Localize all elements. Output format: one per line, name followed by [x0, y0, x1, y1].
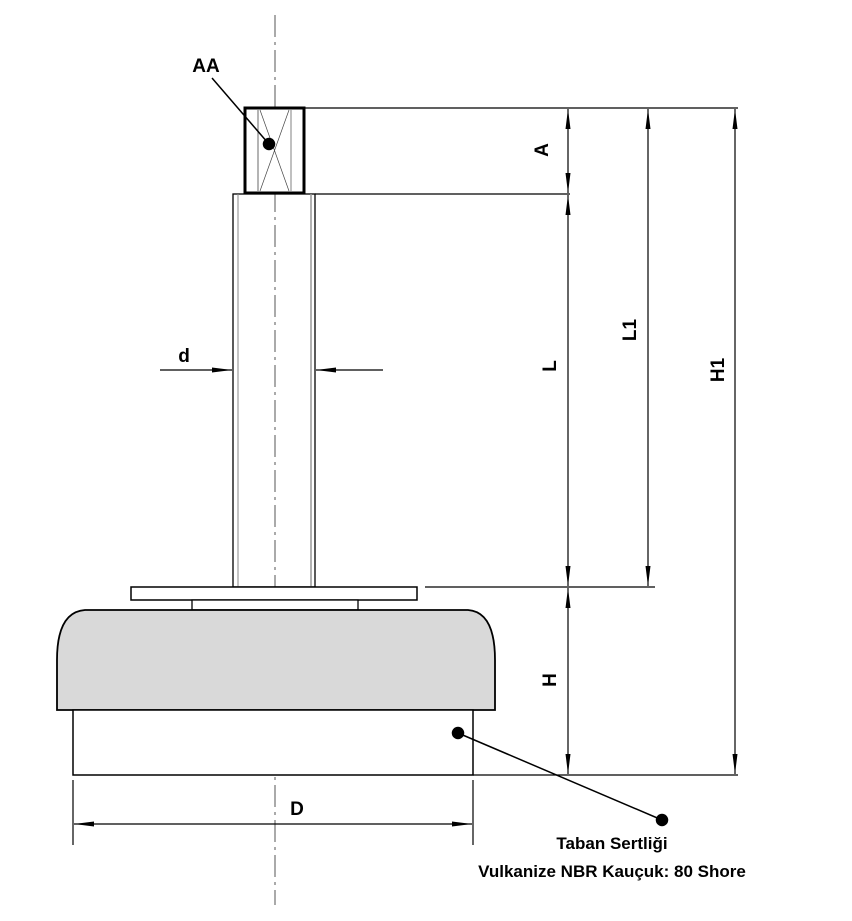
hex-nut — [243, 106, 306, 195]
label-H1: H1 — [708, 357, 729, 382]
rubber-base — [72, 709, 474, 776]
label-d: d — [178, 346, 190, 367]
leaders — [211, 77, 669, 827]
dimension-lines — [74, 109, 738, 827]
label-L: L — [540, 360, 561, 372]
label-H: H — [540, 673, 561, 687]
top-plate — [130, 586, 418, 601]
extension-lines — [72, 107, 738, 845]
rubber-cap — [56, 609, 496, 711]
threaded-stem — [232, 193, 316, 588]
label-D: D — [290, 799, 304, 820]
sub-plate — [191, 599, 359, 611]
label-A: A — [532, 143, 553, 157]
note-line1: Taban Sertliği — [556, 834, 667, 853]
label-AA: AA — [192, 56, 220, 77]
note-line2: Vulkanize NBR Kauçuk: 80 Shore — [478, 862, 746, 881]
label-L1: L1 — [620, 318, 641, 341]
